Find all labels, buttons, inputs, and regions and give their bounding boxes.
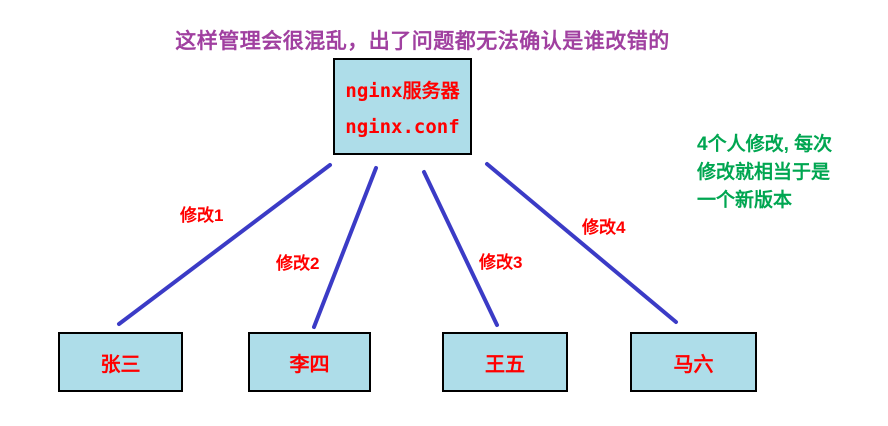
diagram-title: 这样管理会很混乱，出了问题都无法确认是谁改错的 (175, 30, 670, 53)
edge-label-3: 修改3 (479, 253, 523, 272)
server-node-config-file: nginx.conf (345, 115, 460, 138)
member-node-4-label: 马六 (673, 353, 714, 376)
connector-line-2 (312, 166, 378, 329)
side-note-line-3: 一个新版本 (697, 190, 793, 211)
edge-label-2: 修改2 (276, 254, 320, 273)
side-note-line-2: 修改就相当于是 (697, 162, 831, 183)
side-note: 4个人修改, 每次 修改就相当于是 一个新版本 (697, 131, 877, 215)
member-node-4: 马六 (630, 332, 757, 392)
member-node-1-label: 张三 (100, 353, 141, 376)
side-note-line-1: 4个人修改, 每次 (697, 134, 833, 155)
edge-label-4: 修改4 (582, 218, 626, 237)
member-node-2-label: 李四 (289, 353, 330, 376)
edge-label-1: 修改1 (180, 206, 224, 225)
connector-line-4 (485, 162, 678, 324)
member-node-2: 李四 (248, 332, 371, 392)
connector-line-3 (422, 170, 499, 327)
server-node-title: nginx服务器 (345, 79, 460, 102)
member-node-3-label: 王五 (485, 353, 525, 376)
member-node-1: 张三 (58, 332, 183, 392)
connector-line-1 (117, 163, 332, 326)
member-node-3: 王五 (442, 332, 568, 392)
server-node: nginx服务器 nginx.conf (333, 58, 472, 155)
